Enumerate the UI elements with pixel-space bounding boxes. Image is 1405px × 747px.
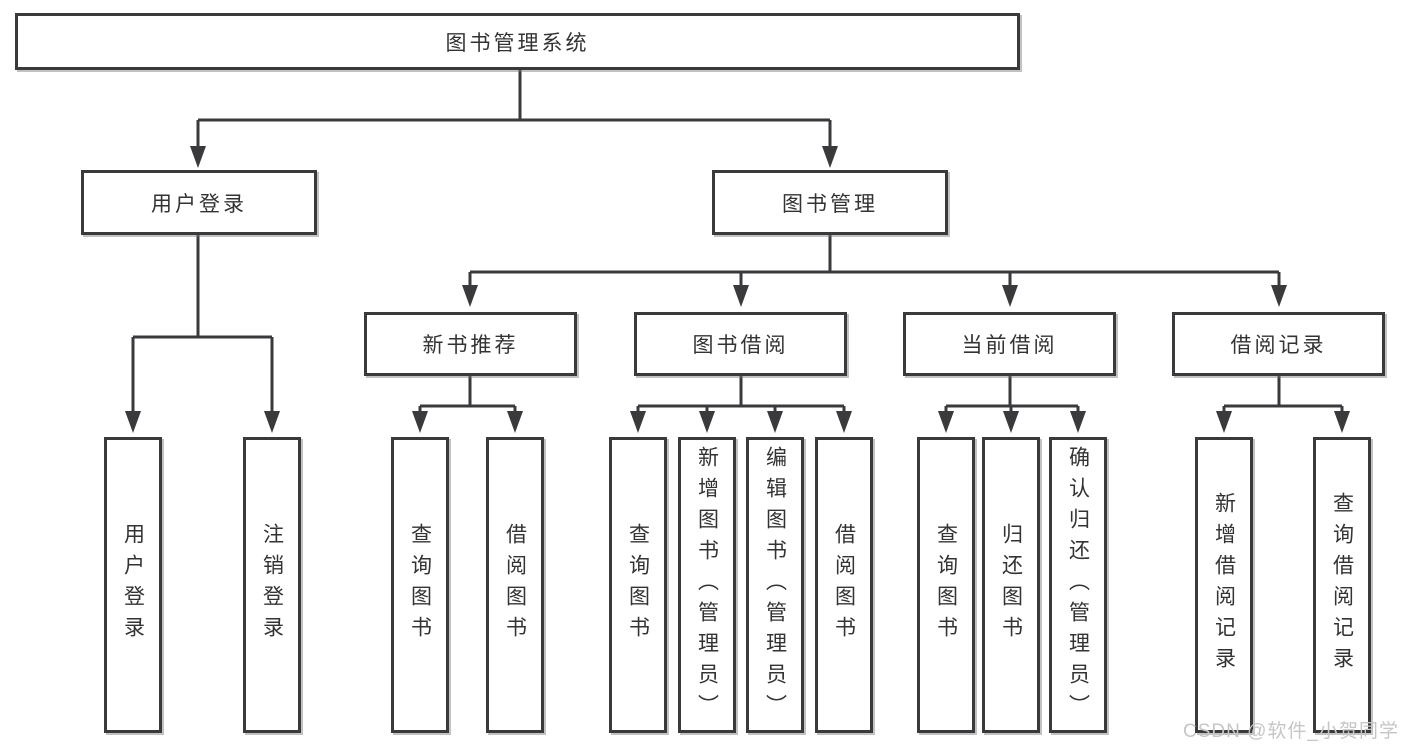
node-leaf-add-borrow-record: 新增借阅记录 bbox=[1195, 437, 1253, 733]
node-leaf-borrow-books-recommend: 借阅图书 bbox=[486, 437, 544, 733]
node-leaf-logout: 注销登录 bbox=[243, 437, 301, 733]
node-leaf-add-books-admin: 新增图书（管理员） bbox=[678, 437, 736, 733]
node-borrowing-records: 借阅记录 bbox=[1172, 312, 1385, 376]
csdn-watermark: CSDN @软件_小贺同学 bbox=[1183, 721, 1399, 742]
node-new-book-recommend: 新书推荐 bbox=[364, 312, 577, 376]
node-leaf-borrow-books: 借阅图书 bbox=[815, 437, 873, 733]
node-root-library-system: 图书管理系统 bbox=[15, 13, 1020, 70]
node-leaf-confirm-return-admin: 确认归还（管理员） bbox=[1049, 437, 1107, 733]
node-leaf-edit-books-admin: 编辑图书（管理员） bbox=[746, 437, 804, 733]
node-leaf-query-books-recommend: 查询图书 bbox=[391, 437, 449, 733]
node-current-borrowing: 当前借阅 bbox=[903, 312, 1116, 376]
node-leaf-query-borrow-record: 查询借阅记录 bbox=[1313, 437, 1371, 733]
node-user-login: 用户登录 bbox=[81, 170, 317, 235]
node-book-borrowing: 图书借阅 bbox=[634, 312, 847, 376]
node-leaf-return-books: 归还图书 bbox=[982, 437, 1040, 733]
node-leaf-user-login: 用户登录 bbox=[104, 437, 162, 733]
node-book-management: 图书管理 bbox=[712, 170, 948, 235]
node-leaf-query-books-borrow: 查询图书 bbox=[609, 437, 667, 733]
node-leaf-query-books-current: 查询图书 bbox=[917, 437, 975, 733]
